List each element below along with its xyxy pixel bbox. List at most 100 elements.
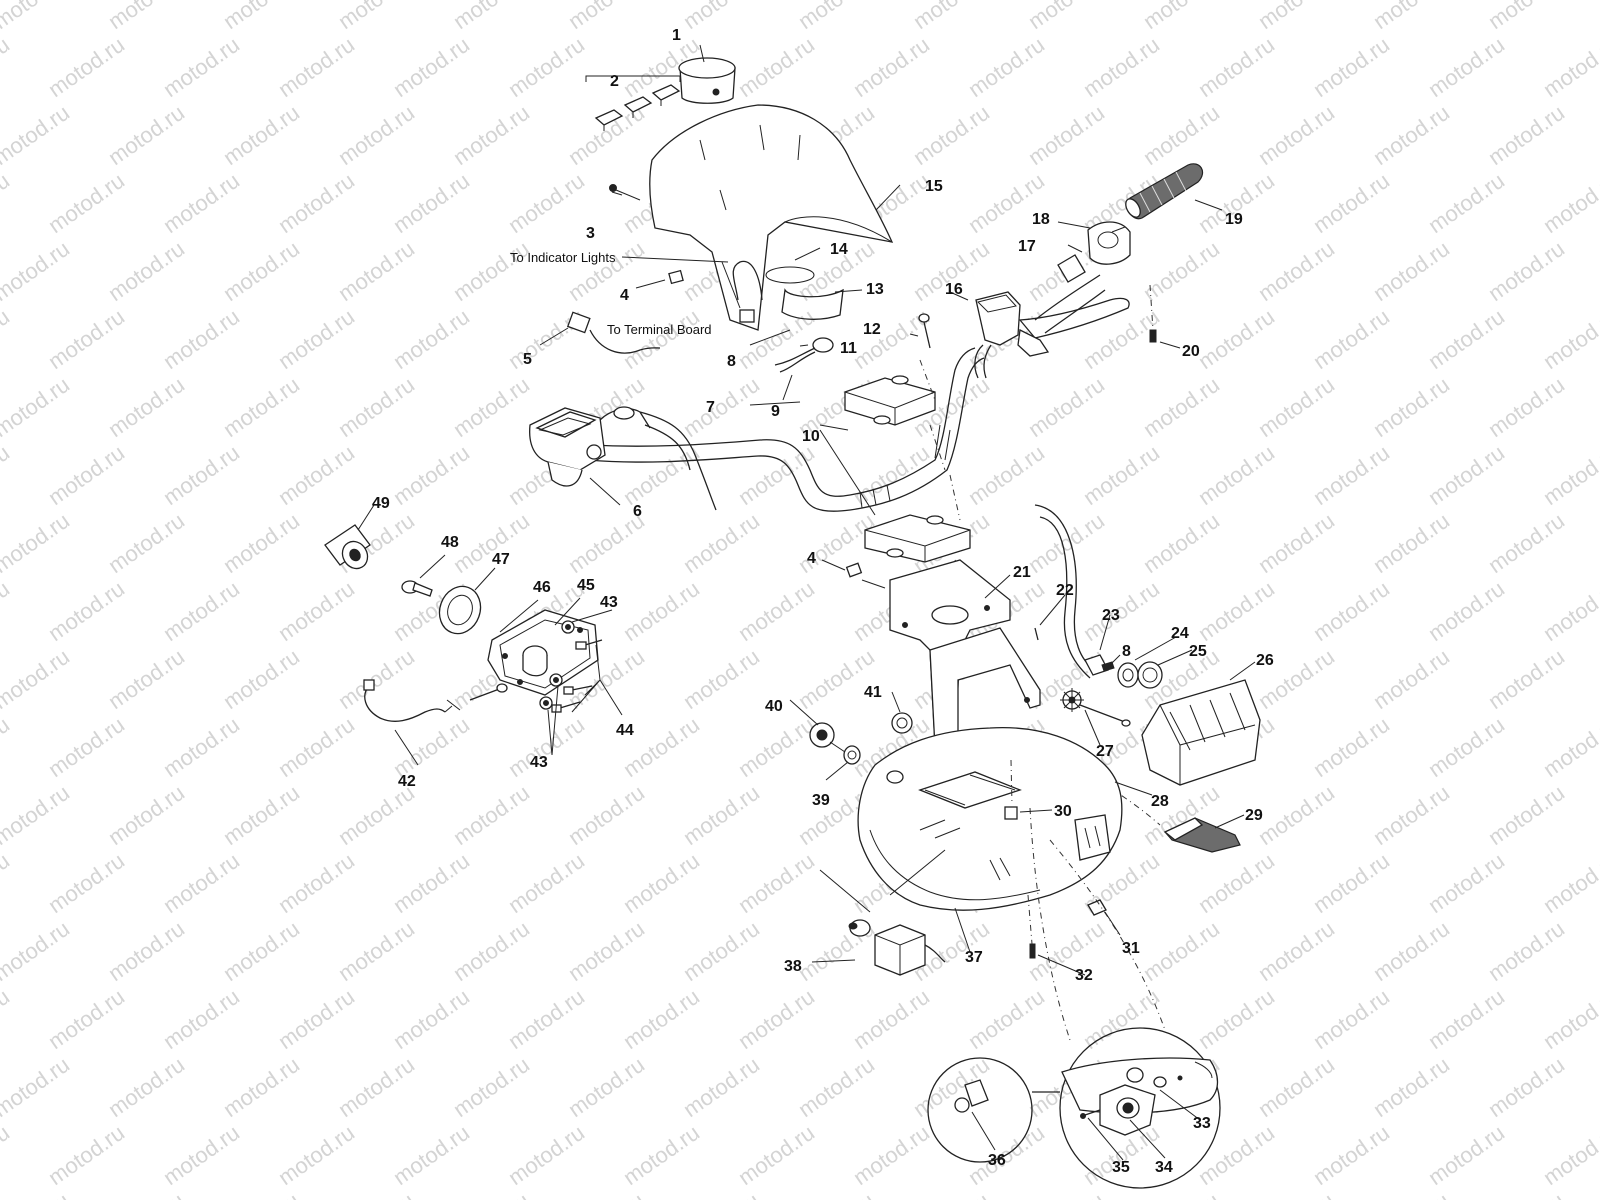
screw-22 — [1034, 627, 1039, 641]
watermark-text: motod.ru — [564, 916, 649, 986]
label-part-1: 1 — [672, 27, 681, 44]
watermark-text: motod.ru — [504, 984, 589, 1054]
watermark-text: motod.ru — [334, 1188, 419, 1200]
watermark-text: motod.ru — [0, 440, 14, 510]
watermark-text: motod.ru — [0, 780, 74, 850]
ring-47 — [438, 585, 482, 635]
watermark-text: motod.ru — [44, 32, 129, 102]
label-part-8b: 8 — [1122, 643, 1131, 660]
watermark-text: motod.ru — [909, 1188, 994, 1200]
watermark-text: motod.ru — [1424, 168, 1509, 238]
watermark-text: motod.ru — [1309, 304, 1394, 374]
handlebar-7 — [587, 347, 985, 512]
watermark-text: motod.ru — [219, 1052, 304, 1122]
watermark-text: motod.ru — [1139, 372, 1224, 442]
watermark-text: motod.ru — [44, 1120, 129, 1190]
watermark-text: motod.ru — [1194, 848, 1279, 918]
label-part-24: 24 — [1171, 625, 1189, 642]
watermark-text: motod.ru — [564, 236, 649, 306]
watermark-text: motod.ru — [0, 508, 74, 578]
watermark-text: motod.ru — [389, 304, 474, 374]
watermark-text: motod.ru — [679, 644, 764, 714]
watermark-text: motod.ru — [389, 440, 474, 510]
label-part-36: 36 — [988, 1152, 1006, 1169]
watermark-text: motod.ru — [1309, 848, 1394, 918]
watermark-text: motod.ru — [679, 508, 764, 578]
label-part-46: 46 — [533, 579, 551, 596]
watermark-text: motod.ru — [1539, 712, 1600, 782]
watermark-text: motod.ru — [274, 1120, 359, 1190]
indicator-lenses-2 — [585, 75, 681, 131]
watermark-text: motod.ru — [1139, 508, 1224, 578]
watermark-text: motod.ru — [1539, 168, 1600, 238]
watermark-text: motod.ru — [159, 440, 244, 510]
label-part-5: 5 — [523, 351, 532, 368]
part-number-labels: 1 2 3 4 5 6 7 8 9 10 11 12 13 14 15 16 1… — [372, 27, 1274, 1176]
watermark-text: motod.ru — [1424, 576, 1509, 646]
watermark-text: motod.ru — [449, 236, 534, 306]
cable-42 — [363, 679, 508, 722]
watermark-text: motod.ru — [1309, 168, 1394, 238]
watermark-text: motod.ru — [449, 372, 534, 442]
watermark-text: motod.ru — [1484, 1188, 1569, 1200]
label-part-41: 41 — [864, 684, 882, 701]
watermark-text: motod.ru — [1024, 0, 1109, 34]
connector-5 — [566, 311, 661, 354]
watermark-text: motod.ru — [0, 304, 14, 374]
label-part-18: 18 — [1032, 211, 1050, 228]
watermark-text: motod.ru — [334, 236, 419, 306]
watermark-text: motod.ru — [679, 916, 764, 986]
label-part-2: 2 — [610, 73, 619, 90]
label-part-12: 12 — [863, 321, 881, 338]
fastener-30 — [1004, 759, 1018, 820]
watermark-text: motod.ru — [0, 984, 14, 1054]
watermark-text: motod.ru — [1369, 100, 1454, 170]
label-part-21: 21 — [1013, 564, 1031, 581]
watermark-text: motod.ru — [1254, 780, 1339, 850]
watermark-text: motod.ru — [1539, 984, 1600, 1054]
watermark-text: motod.ru — [1254, 0, 1339, 34]
screw-20 — [1149, 284, 1157, 343]
watermark-text: motod.ru — [159, 576, 244, 646]
watermark-text: motod.ru — [964, 440, 1049, 510]
grip-19 — [1125, 163, 1203, 220]
watermark-text: motod.ru — [274, 440, 359, 510]
label-part-30: 30 — [1054, 803, 1072, 820]
watermark-text: motod.ru — [44, 984, 129, 1054]
watermark-text: motod.ru — [1539, 32, 1600, 102]
watermark-text: motod.ru — [1424, 304, 1509, 374]
watermark-text: motod.ru — [1484, 372, 1569, 442]
watermark-text: motod.ru — [0, 916, 74, 986]
watermark-text: motod.ru — [389, 168, 474, 238]
watermark-text: motod.ru — [964, 32, 1049, 102]
watermark-text: motod.ru — [0, 644, 74, 714]
label-part-44: 44 — [616, 722, 634, 739]
watermark-text: motod.ru — [219, 644, 304, 714]
watermark-text: motod.ru — [159, 304, 244, 374]
watermark-text: motod.ru — [964, 984, 1049, 1054]
watermark-text: motod.ru — [0, 100, 74, 170]
adjuster-27 — [1060, 688, 1131, 727]
watermark-text: motod.ru — [0, 576, 14, 646]
watermark-text: motod.ru — [219, 0, 304, 34]
watermark-text: motod.ru — [104, 100, 189, 170]
label-part-47: 47 — [492, 551, 510, 568]
watermark-text: motod.ru — [1194, 984, 1279, 1054]
watermark-text: motod.ru — [1484, 644, 1569, 714]
watermark-text: motod.ru — [1369, 372, 1454, 442]
inset-detail-large — [1059, 1027, 1221, 1189]
watermark-text: motod.ru — [1484, 100, 1569, 170]
watermark-text: motod.ru — [1484, 0, 1569, 34]
ring-25 — [1137, 661, 1163, 689]
screw-32 — [1027, 894, 1036, 959]
brake-master-cylinder-6 — [529, 406, 717, 511]
watermark-text: motod.ru — [1424, 848, 1509, 918]
label-part-22: 22 — [1056, 582, 1074, 599]
note-indicator-lights: To Indicator Lights — [510, 250, 616, 265]
watermark-text: motod.ru — [449, 1188, 534, 1200]
watermark-text: motod.ru — [334, 372, 419, 442]
watermark-text: motod.ru — [734, 848, 819, 918]
watermark-text: motod.ru — [389, 712, 474, 782]
label-part-13: 13 — [866, 281, 884, 298]
label-part-39: 39 — [812, 792, 830, 809]
